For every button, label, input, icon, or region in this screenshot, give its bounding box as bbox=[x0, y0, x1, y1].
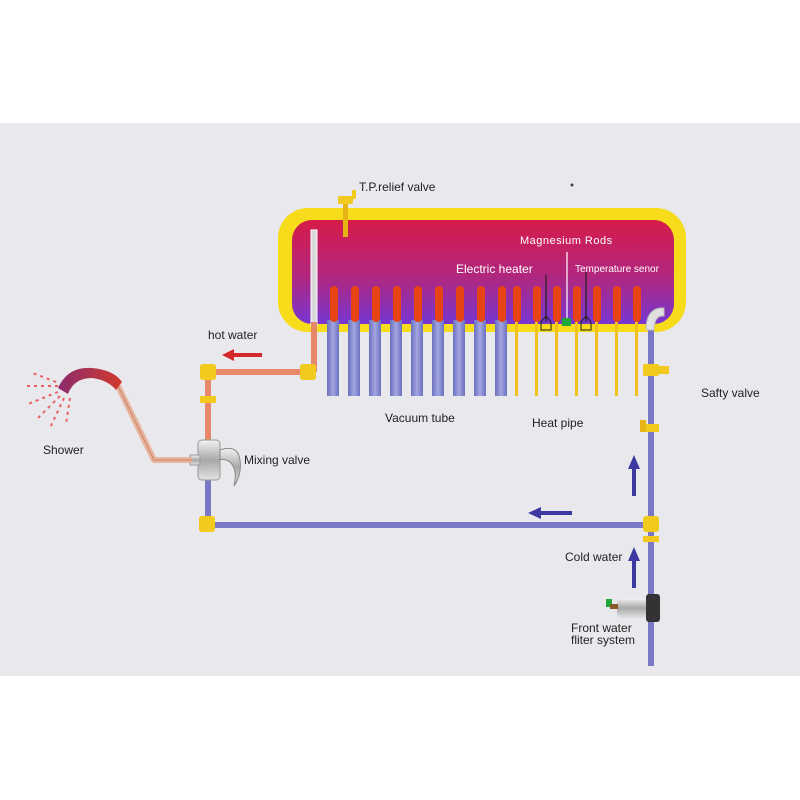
mixing-valve bbox=[189, 439, 241, 487]
tp-relief-valve bbox=[338, 190, 356, 237]
vacuum-tube bbox=[411, 320, 423, 396]
condenser-bulb bbox=[477, 286, 485, 322]
condenser-bulb bbox=[456, 286, 464, 322]
magnesium-rods-label: Magnesium Rods bbox=[520, 235, 613, 247]
cold-water-pipe bbox=[199, 307, 665, 666]
condenser-bulb bbox=[553, 286, 561, 322]
shower-hose-outline bbox=[117, 385, 192, 461]
tank-inlet-elbow bbox=[645, 307, 665, 331]
shower-label: Shower bbox=[43, 443, 84, 457]
condenser-bulb bbox=[351, 286, 359, 322]
pipe-tee bbox=[643, 516, 659, 532]
mixing-valve-body bbox=[197, 439, 221, 481]
heat-pipe-condensers bbox=[330, 286, 641, 322]
condenser-bulb bbox=[573, 286, 581, 322]
vacuum-tube bbox=[327, 320, 339, 396]
vacuum-tube bbox=[390, 320, 402, 396]
hot-pipe-segment bbox=[212, 369, 314, 375]
condenser-bulb bbox=[393, 286, 401, 322]
heat-pipe bbox=[555, 322, 558, 396]
front-filter-label-line1: Front water bbox=[571, 621, 632, 635]
hot-water-arrow bbox=[222, 349, 262, 361]
safety-valve bbox=[643, 364, 669, 376]
vacuum-tube bbox=[432, 320, 444, 396]
heat-pipe bbox=[535, 322, 538, 396]
filter-valve-handle bbox=[606, 599, 612, 607]
relief-valve-body bbox=[338, 196, 353, 204]
electric-heater-icon bbox=[540, 315, 552, 331]
tp-relief-valve-label: T.P.relief valve bbox=[359, 180, 436, 194]
dot bbox=[570, 183, 574, 187]
vacuum-tube bbox=[348, 320, 360, 396]
hot-pipe-segment bbox=[205, 372, 211, 442]
pipe-coupling bbox=[200, 396, 216, 403]
condenser-bulb bbox=[498, 286, 506, 322]
condenser-bulb bbox=[414, 286, 422, 322]
heat-pipe bbox=[595, 322, 598, 396]
hot-water-pipe bbox=[200, 322, 317, 442]
heat-pipes bbox=[515, 322, 638, 396]
cold-water-arrow-left bbox=[528, 507, 572, 519]
pipe-coupling bbox=[643, 424, 659, 432]
relief-valve-stem bbox=[343, 199, 348, 237]
condenser-bulb bbox=[533, 286, 541, 322]
hot-pipe-segment bbox=[311, 322, 317, 372]
pipe-coupling bbox=[643, 536, 659, 542]
safety-valve-outlet bbox=[659, 366, 669, 374]
condenser-bulb bbox=[633, 286, 641, 322]
condenser-bulb bbox=[593, 286, 601, 322]
filter-valve bbox=[610, 604, 618, 609]
vacuum-tube bbox=[369, 320, 381, 396]
front-filter-label-line2: fliter system bbox=[571, 633, 635, 647]
condenser-bulb bbox=[513, 286, 521, 322]
mixing-valve-handle bbox=[219, 447, 241, 487]
heat-pipe bbox=[515, 322, 518, 396]
shower-hose bbox=[115, 384, 192, 463]
vacuum-tube-label: Vacuum tube bbox=[385, 411, 455, 425]
vacuum-tube bbox=[495, 320, 507, 396]
vacuum-tube bbox=[474, 320, 486, 396]
heat-pipe bbox=[615, 322, 618, 396]
cold-water-arrow-up-lower bbox=[628, 547, 640, 588]
condenser-bulb bbox=[372, 286, 380, 322]
magnesium-rod-anode bbox=[562, 318, 571, 326]
electric-heater-label: Electric heater bbox=[456, 262, 533, 276]
pipe-elbow bbox=[200, 364, 216, 380]
shower-head bbox=[58, 367, 122, 394]
shower bbox=[26, 367, 192, 463]
cold-water-label: Cold water bbox=[565, 550, 622, 564]
cold-water-arrow-up bbox=[628, 455, 640, 496]
pipe-elbow bbox=[199, 516, 215, 532]
vacuum-tubes bbox=[327, 320, 507, 396]
pipe-elbow bbox=[300, 364, 316, 380]
cold-pipe-segment bbox=[208, 522, 652, 528]
water-spray bbox=[26, 371, 71, 429]
heat-pipe bbox=[635, 322, 638, 396]
condenser-bulb bbox=[613, 286, 621, 322]
temperature-sensor-label: Temperature senor bbox=[575, 264, 660, 275]
safety-valve-label: Safty valve bbox=[701, 386, 760, 400]
pipe-coupling-knob bbox=[640, 420, 646, 432]
condenser-bulb bbox=[435, 286, 443, 322]
heat-pipe bbox=[575, 322, 578, 396]
safety-valve-body bbox=[643, 364, 659, 376]
temperature-sensor-icon bbox=[580, 315, 592, 331]
filter-cap bbox=[646, 594, 660, 622]
cold-pipe-segment bbox=[648, 330, 654, 666]
mixing-valve-label: Mixing valve bbox=[244, 453, 310, 467]
front-water-filter bbox=[606, 594, 660, 622]
filter-housing bbox=[617, 598, 649, 618]
hot-water-label: hot water bbox=[208, 328, 257, 342]
cold-pipe-segment bbox=[205, 480, 211, 526]
relief-valve-cap bbox=[352, 190, 356, 199]
condenser-bulb bbox=[330, 286, 338, 322]
inner-pipe bbox=[310, 229, 318, 327]
heat-pipe-label: Heat pipe bbox=[532, 416, 584, 430]
vacuum-tube bbox=[453, 320, 465, 396]
